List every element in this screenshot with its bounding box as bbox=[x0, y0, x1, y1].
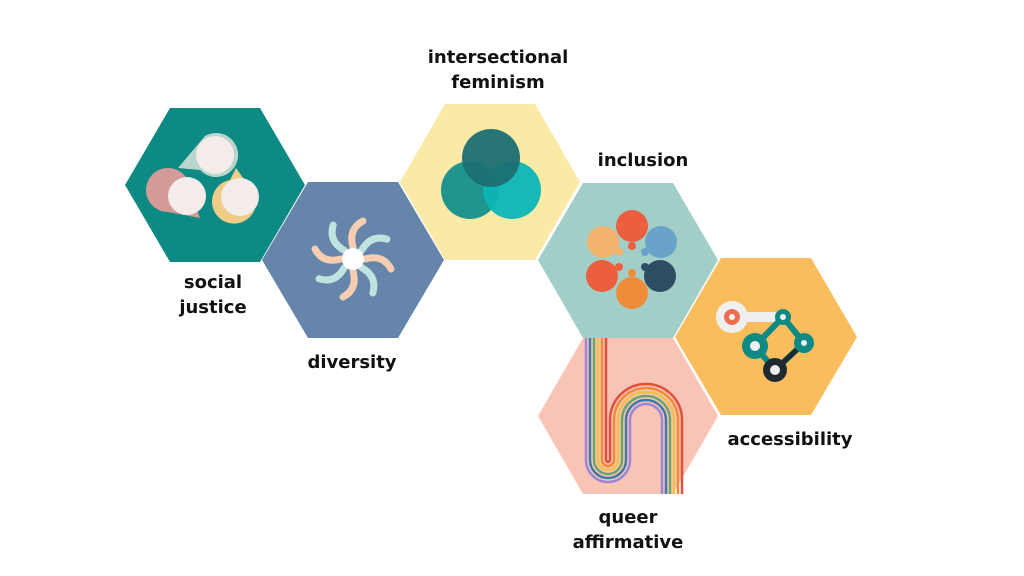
label-line: accessibility bbox=[727, 429, 853, 450]
label-accessibility: accessibility bbox=[727, 427, 852, 452]
label-social-justice: social justice bbox=[179, 270, 246, 320]
label-inclusion: inclusion bbox=[598, 148, 689, 173]
label-diversity: diversity bbox=[307, 350, 396, 375]
label-line: affirmative bbox=[572, 532, 684, 553]
hex-social-justice bbox=[125, 108, 305, 262]
label-line: diversity bbox=[307, 352, 397, 373]
label-line: queer bbox=[598, 507, 658, 528]
hexagon bbox=[538, 183, 718, 338]
connected-nodes-icon bbox=[716, 301, 814, 382]
hexagon bbox=[125, 108, 305, 262]
venn-circles-icon bbox=[441, 129, 541, 219]
hex-inclusion bbox=[538, 183, 718, 338]
flower-circles-icon bbox=[586, 210, 677, 309]
swirl-icon bbox=[311, 217, 395, 301]
label-queer-affirmative: queer affirmative bbox=[573, 505, 684, 555]
rainbow-path-icon bbox=[584, 338, 684, 494]
hex-queer-affirmative bbox=[538, 338, 718, 494]
three-circles-icon bbox=[146, 132, 259, 224]
label-line: inclusion bbox=[597, 150, 689, 171]
label-line: feminism bbox=[451, 72, 545, 93]
hex-diversity bbox=[262, 182, 444, 338]
label-line: social bbox=[183, 272, 243, 293]
label-line: justice bbox=[179, 297, 247, 318]
label-intersectional-feminism: intersectional feminism bbox=[428, 45, 569, 95]
label-line: intersectional bbox=[427, 47, 569, 68]
hex-intersectional-feminism bbox=[400, 104, 580, 260]
hex-accessibility bbox=[675, 258, 857, 415]
